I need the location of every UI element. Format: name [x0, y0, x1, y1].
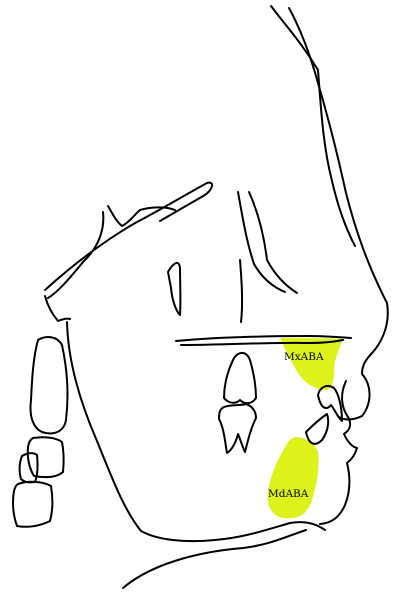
- clivus-outline: [48, 212, 103, 298]
- ramus-outline: [45, 296, 70, 321]
- mandibular-region-highlight: [268, 437, 319, 518]
- mandible-lower-border: [123, 530, 306, 588]
- maxillary-region-label: MxABA: [284, 351, 324, 363]
- lower-incisor: [306, 414, 328, 444]
- upper-molar: [224, 353, 256, 403]
- skull-base-outline: [45, 183, 212, 290]
- vertebra-c4: [13, 482, 52, 527]
- frontal-inner-outline: [271, 6, 355, 246]
- lip-outline: [320, 381, 357, 524]
- sella-outline: [108, 206, 175, 226]
- vertebra-c2: [30, 337, 67, 433]
- upper-incisor: [318, 386, 342, 421]
- maxillary-region-highlight: [280, 338, 343, 390]
- frontal-bone-outline: [289, 8, 388, 352]
- lower-molar: [219, 404, 256, 453]
- mandibular-region-label: MdABA: [268, 488, 309, 500]
- nasal-bone: [240, 260, 242, 322]
- pterygoid-outline: [168, 263, 180, 315]
- vertebra-c3: [28, 437, 64, 477]
- orbit-floor: [249, 192, 297, 293]
